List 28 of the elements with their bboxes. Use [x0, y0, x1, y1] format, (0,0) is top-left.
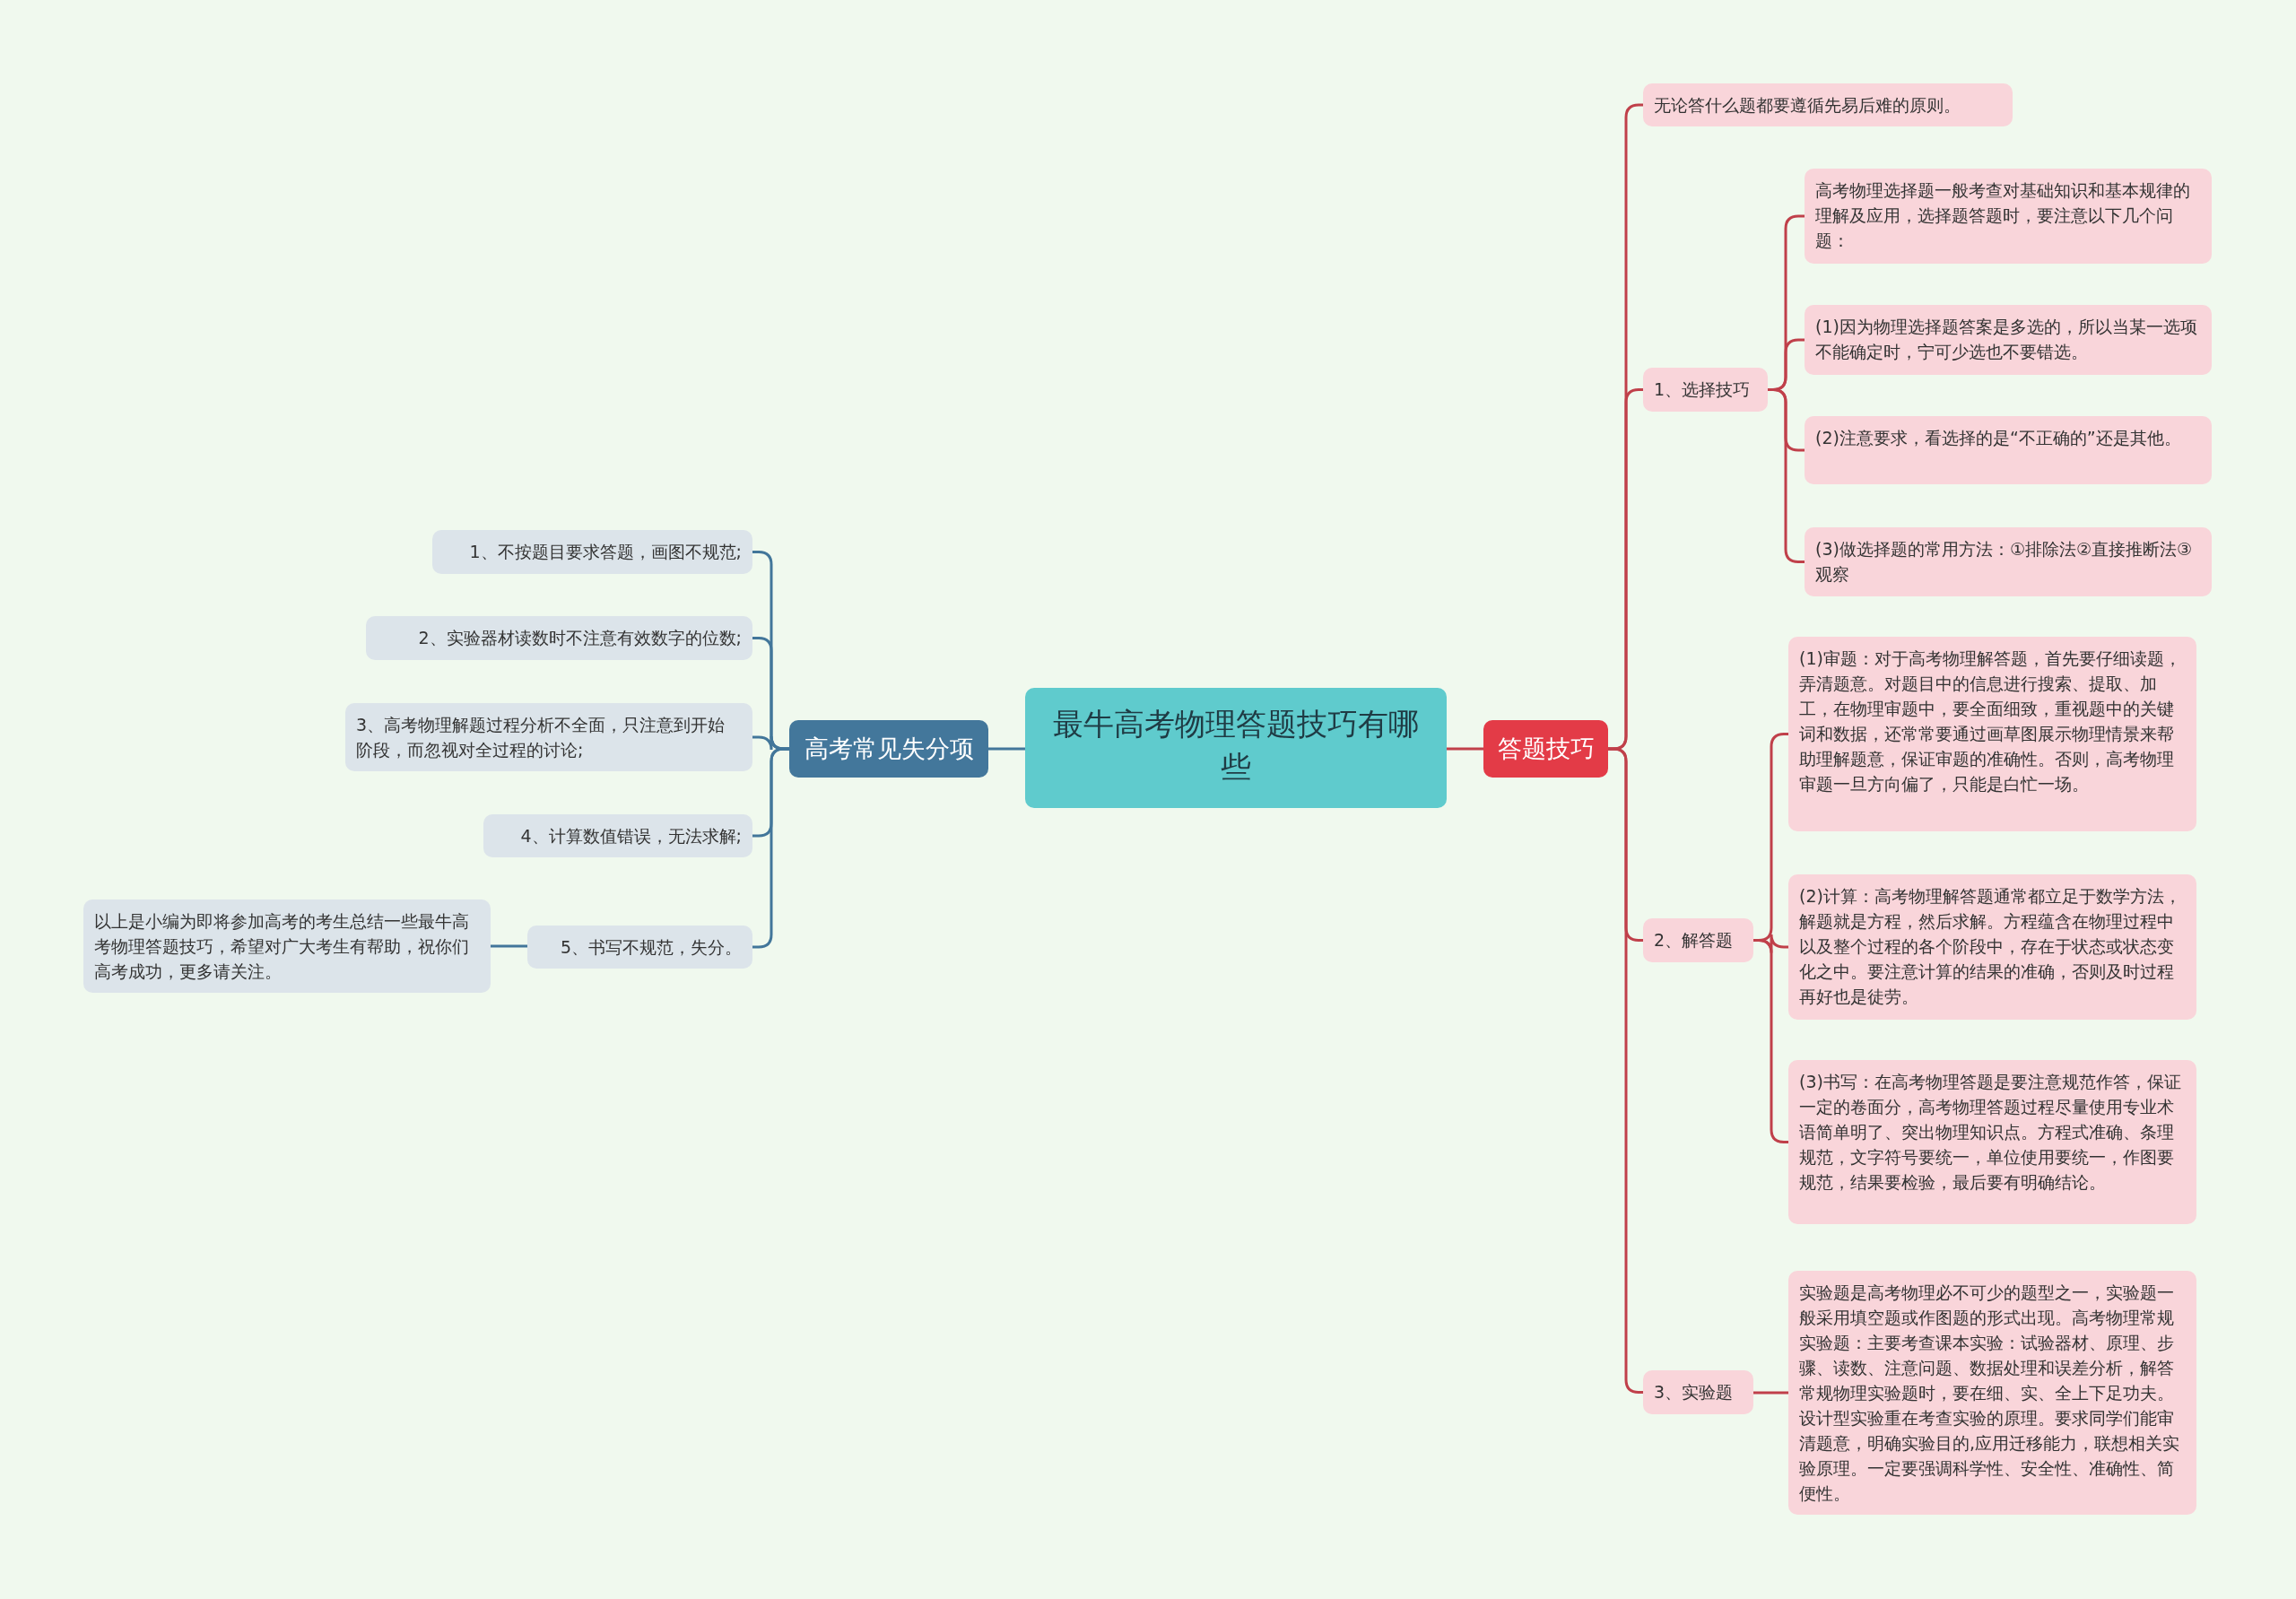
connector-line [1447, 747, 1483, 751]
connector-line [491, 944, 527, 948]
branch-box: 答题技巧 [1483, 720, 1608, 778]
topic-box: 4、计算数值错误，无法求解; [483, 814, 752, 857]
topic-box: 5、书写不规范，失分。 [527, 926, 752, 969]
topic-box: 3、高考物理解题过程分析不全面，只注意到开始阶段，而忽视对全过程的讨论; [345, 703, 752, 771]
note-box: (2)注意要求，看选择的是“不正确的”还是其他。 [1805, 416, 2212, 484]
note-box: (1)审题：对于高考物理解答题，首先要仔细读题，弄清题意。对题目中的信息进行搜索、提取、加工，在物理审题中，要全面细致，重视题中的关键词和数据，还常常要通过画草图展示物理情景来帮助理解题意，保证审题的准确性。否则，高考物理审题一旦方向偏了，只能是白忙一场。 [1788, 637, 2196, 831]
connector-line [752, 747, 789, 949]
note-box: (3)做选择题的常用方法：①排除法②直接推断法③观察 [1805, 527, 2212, 596]
note-box: (2)计算：高考物理解答题通常都立足于数学方法，解题就是方程，然后求解。方程蕴含在物理过程中以及整个过程的各个阶段中，存在于状态或状态变化之中。要注意计算的结果的准确，否则及时过程再好也是徒劳。 [1788, 874, 2196, 1020]
topic-box: 2、解答题 [1643, 918, 1753, 962]
topic-box: 无论答什么题都要遵循先易后难的原则。 [1643, 83, 2013, 126]
note-box: 实验题是高考物理必不可少的题型之一，实验题一般采用填空题或作图题的形式出现。高考物理常规实验题：主要考查课本实验：试验器材、原理、步骤、读数、注意问题、数据处理和误差分析，解答常规物理实验题时，要在细、实、全上下足功夫。设计型实验重在考查实验的原理。要求同学们能审清题意，明确实验目的,应用迁移能力，联想相关实验原理。一定要强调科学性、安全性、准确性、简便性。 [1788, 1271, 2196, 1515]
topic-box: 3、实验题 [1643, 1370, 1753, 1414]
connector-line [1768, 388, 1805, 563]
connector-line [988, 747, 1025, 751]
topic-box: 2、实验器材读数时不注意有效数字的位数; [366, 616, 752, 660]
note-box: (1)因为物理选择题答案是多选的，所以当某一选项不能确定时，宁可少选也不要错选。 [1805, 305, 2212, 375]
note-box: 高考物理选择题一般考查对基础知识和基本规律的理解及应用，选择题答题时，要注意以下几个问题： [1805, 169, 2212, 264]
connector-line [1753, 939, 1788, 1143]
root-topic-box: 最牛高考物理答题技巧有哪些 [1025, 688, 1447, 808]
topic-box: 1、选择技巧 [1643, 368, 1768, 412]
branch-box: 高考常见失分项 [789, 720, 988, 778]
topic-box: 1、不按题目要求答题，画图不规范; [432, 530, 752, 574]
note-box: 以上是小编为即将参加高考的考生总结一些最牛高考物理答题技巧，希望对广大考生有帮助，祝你们高考成功，更多请关注。 [83, 899, 491, 993]
connector-line [1753, 1391, 1788, 1395]
note-box: (3)书写：在高考物理答题是要注意规范作答，保证一定的卷面分，高考物理答题过程尽量使用专业术语简单明了、突出物理知识点。方程式准确、条理规范，文字符号要统一，单位使用要统一，作图要规范，结果要检验，最后要有明确结论。 [1788, 1060, 2196, 1224]
